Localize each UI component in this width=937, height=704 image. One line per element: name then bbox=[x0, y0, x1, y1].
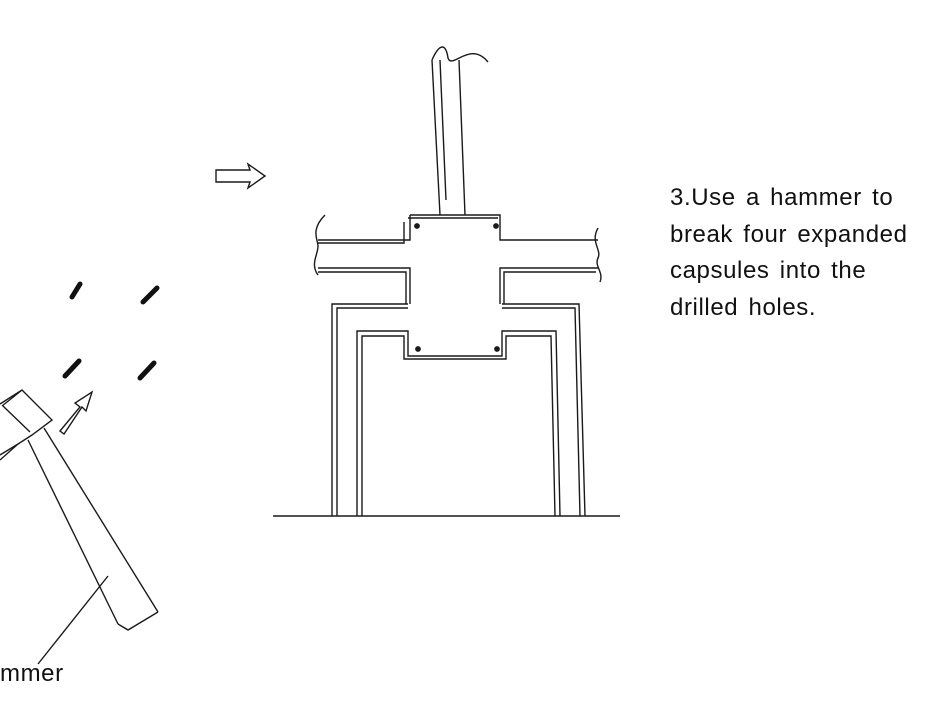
instruction-line: drilled holes. bbox=[670, 293, 817, 321]
capsule-bottom-right-icon bbox=[137, 360, 157, 381]
instruction-text: 3.Use a hammer to break four expanded ca… bbox=[670, 180, 932, 326]
instruction-line: break four expanded bbox=[670, 220, 908, 248]
hammer-label: mmer bbox=[0, 660, 64, 687]
capsule-top-right-icon bbox=[140, 285, 160, 305]
capsule-bottom-left-icon bbox=[62, 358, 82, 379]
direction-arrow-right-icon bbox=[215, 162, 267, 190]
hammer-drawing bbox=[0, 389, 159, 665]
capsule-top-left-icon bbox=[69, 281, 83, 300]
instruction-line: 3.Use a hammer to bbox=[670, 184, 894, 211]
fixture-drawing bbox=[273, 46, 620, 517]
instruction-line: capsules into the bbox=[670, 257, 867, 284]
direction-arrow-upright-icon bbox=[58, 390, 94, 436]
